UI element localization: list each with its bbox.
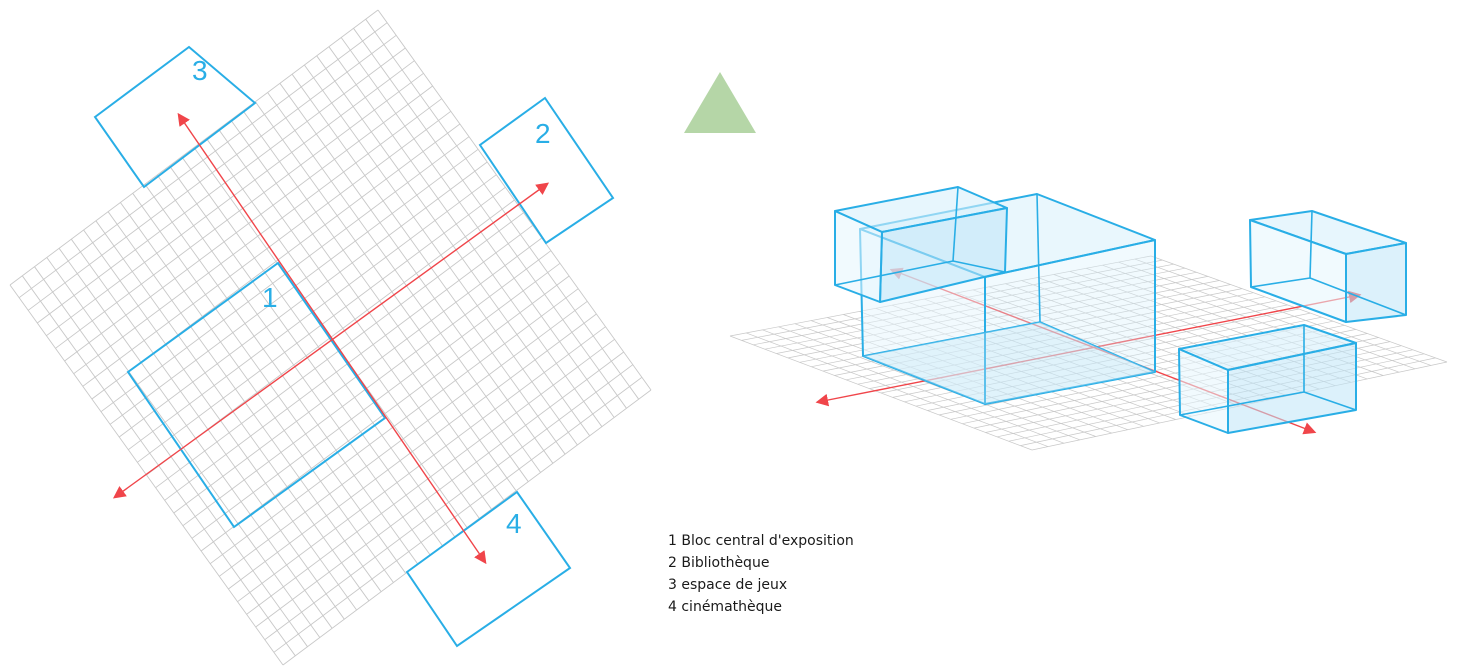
north-triangle-icon	[684, 72, 756, 133]
block-2-volume	[1249, 210, 1407, 323]
plan-axes	[112, 112, 550, 565]
block-2-label: 2	[535, 118, 551, 149]
block-4-volume	[1178, 324, 1357, 434]
plan-labels: 1 2 3 4	[192, 55, 551, 539]
legend-item-2: 2 Bibliothèque	[668, 555, 770, 571]
block-3-label: 3	[192, 55, 208, 86]
legend-item-3: 3 espace de jeux	[668, 577, 788, 593]
legend-item-1: 1 Bloc central d'exposition	[668, 533, 854, 549]
block-4-label: 4	[506, 508, 522, 539]
plan-axis-short	[177, 112, 487, 565]
block-3-volume	[834, 186, 1008, 303]
perspective-blocks	[834, 186, 1407, 434]
legend: 1 Bloc central d'exposition 2 Bibliothèq…	[668, 530, 854, 618]
block-3-outline	[93, 45, 257, 189]
legend-item-4: 4 cinémathèque	[668, 599, 782, 615]
block-1-label: 1	[262, 282, 278, 313]
